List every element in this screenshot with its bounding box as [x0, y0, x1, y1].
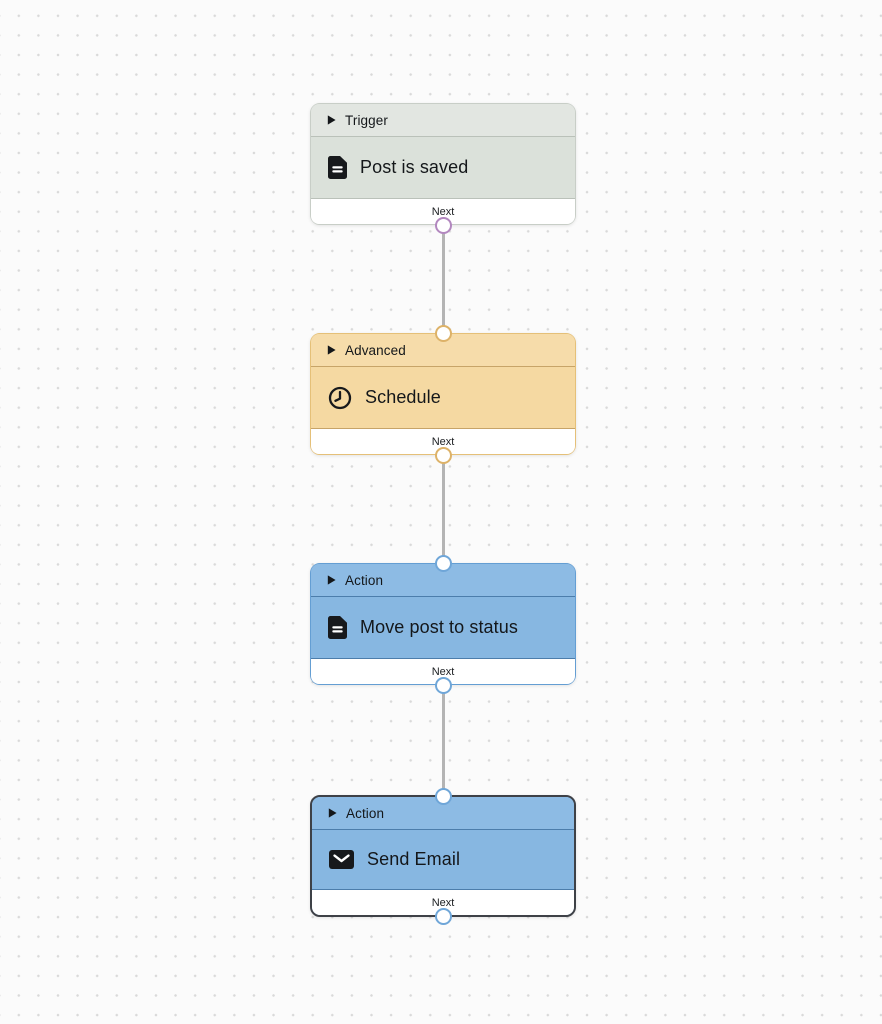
- node-body[interactable]: Schedule: [311, 367, 575, 428]
- output-port[interactable]: [434, 216, 452, 234]
- play-icon: [327, 575, 336, 585]
- node-title: Move post to status: [360, 617, 518, 637]
- edge-connector[interactable]: [441, 225, 445, 334]
- input-port[interactable]: [434, 554, 452, 572]
- node-advanced-schedule[interactable]: Advanced Schedule Next: [310, 324, 576, 464]
- edge-connector[interactable]: [441, 685, 445, 796]
- output-port[interactable]: [434, 446, 452, 464]
- node-body[interactable]: Send Email: [312, 830, 574, 889]
- next-label: Next: [431, 896, 455, 909]
- node-category-label: Action: [345, 572, 384, 588]
- node-header[interactable]: Action: [311, 564, 575, 597]
- next-label: Next: [431, 205, 455, 218]
- node-category-label: Action: [346, 805, 385, 821]
- node-title: Send Email: [367, 849, 461, 869]
- input-port[interactable]: [434, 324, 452, 342]
- node-title: Post is saved: [360, 157, 469, 177]
- document-icon: [328, 156, 347, 179]
- edge-connector[interactable]: [441, 455, 445, 564]
- node-body[interactable]: Post is saved: [311, 137, 575, 198]
- output-port[interactable]: [434, 907, 452, 925]
- next-label: Next: [431, 665, 455, 678]
- node-header[interactable]: Trigger: [311, 104, 575, 137]
- play-icon: [327, 115, 336, 125]
- clock-icon: [328, 386, 352, 410]
- email-icon: [329, 850, 354, 869]
- node-title: Schedule: [365, 387, 441, 407]
- play-icon: [328, 808, 337, 818]
- node-action-move-post-to-status[interactable]: Action Move post to status Next: [310, 554, 576, 694]
- node-body[interactable]: Move post to status: [311, 597, 575, 658]
- node-trigger-post-is-saved[interactable]: Trigger Post is saved Next: [310, 103, 576, 234]
- next-label: Next: [431, 435, 455, 448]
- input-port[interactable]: [434, 787, 452, 805]
- node-category-label: Trigger: [345, 112, 388, 128]
- document-icon: [328, 616, 347, 639]
- play-icon: [327, 345, 336, 355]
- node-category-label: Advanced: [345, 342, 406, 358]
- output-port[interactable]: [434, 676, 452, 694]
- node-action-send-email[interactable]: Action Send Email Next: [310, 787, 576, 925]
